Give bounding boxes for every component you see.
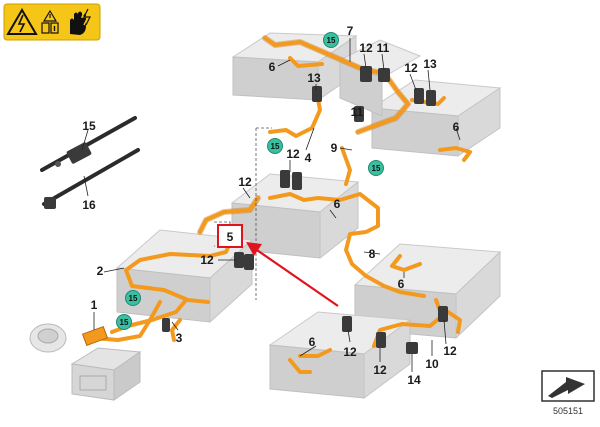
svg-text:15: 15 <box>271 142 280 151</box>
svg-text:15: 15 <box>327 36 336 45</box>
callout-12: 12 <box>238 175 252 189</box>
callout-8: 8 <box>369 247 376 261</box>
highlight-box <box>217 224 243 248</box>
clip-badge: 15 <box>125 290 141 306</box>
next-page-arrow-icon[interactable] <box>541 370 595 402</box>
clip-badge: 15 <box>116 314 132 330</box>
callout-14: 14 <box>407 373 421 387</box>
callout-15: 15 <box>82 119 96 133</box>
warning-strip <box>3 3 101 41</box>
callout-3: 3 <box>176 331 183 345</box>
read-manual-icon <box>41 9 59 34</box>
battery-module-bottom <box>268 311 412 399</box>
control-unit <box>70 347 142 401</box>
leader-15-tie <box>81 129 89 151</box>
callout-12: 12 <box>359 41 373 55</box>
callout-6: 6 <box>309 335 316 349</box>
clip-badge: 15 <box>368 160 384 176</box>
no-touch-hand-icon <box>70 8 91 35</box>
callout-12: 12 <box>443 344 457 358</box>
highlight-callout <box>217 224 339 307</box>
callout-6: 6 <box>453 120 460 134</box>
callout-11: 11 <box>377 41 390 55</box>
callout-7: 7 <box>347 24 354 38</box>
callout-12: 12 <box>404 61 418 75</box>
callout-6: 6 <box>398 277 405 291</box>
svg-text:15: 15 <box>372 164 381 173</box>
callout-1: 1 <box>91 298 98 312</box>
clip-badge: 15 <box>323 32 339 48</box>
callout-13: 13 <box>307 71 321 85</box>
connector-blocks <box>162 66 448 354</box>
callout-16: 16 <box>82 198 96 212</box>
callout-10: 10 <box>425 357 439 371</box>
svg-text:15: 15 <box>129 294 138 303</box>
cable-tie <box>42 148 140 209</box>
highlight-arrow-shaft <box>253 247 339 307</box>
callout-13: 13 <box>423 57 437 71</box>
connector-plug-left <box>29 323 67 353</box>
callout-12: 12 <box>286 147 300 161</box>
callout-5: 5 <box>227 230 234 244</box>
clip-badge: 15 <box>267 138 283 154</box>
callout-11: 11 <box>351 105 364 119</box>
leader-lines <box>93 38 461 372</box>
reference-number: 505151 <box>553 406 583 416</box>
clip-badges: 15 15 15 15 15 <box>116 32 384 330</box>
callout-labels: 6 7 12 11 13 12 13 11 6 9 12 4 12 6 5 12… <box>82 24 459 387</box>
callout-6: 6 <box>269 60 276 74</box>
highlight-arrow-head <box>246 242 262 256</box>
callout-12: 12 <box>343 345 357 359</box>
callout-12: 12 <box>373 363 387 377</box>
callout-12: 12 <box>200 253 214 267</box>
svg-text:15: 15 <box>120 318 129 327</box>
callout-6: 6 <box>334 197 341 211</box>
callout-4: 4 <box>305 151 312 165</box>
cable-tie-holder <box>40 116 137 172</box>
high-voltage-warning-icon <box>6 8 38 35</box>
callout-9: 9 <box>331 141 338 155</box>
callout-2: 2 <box>97 264 104 278</box>
leader-16-tie <box>83 175 89 197</box>
